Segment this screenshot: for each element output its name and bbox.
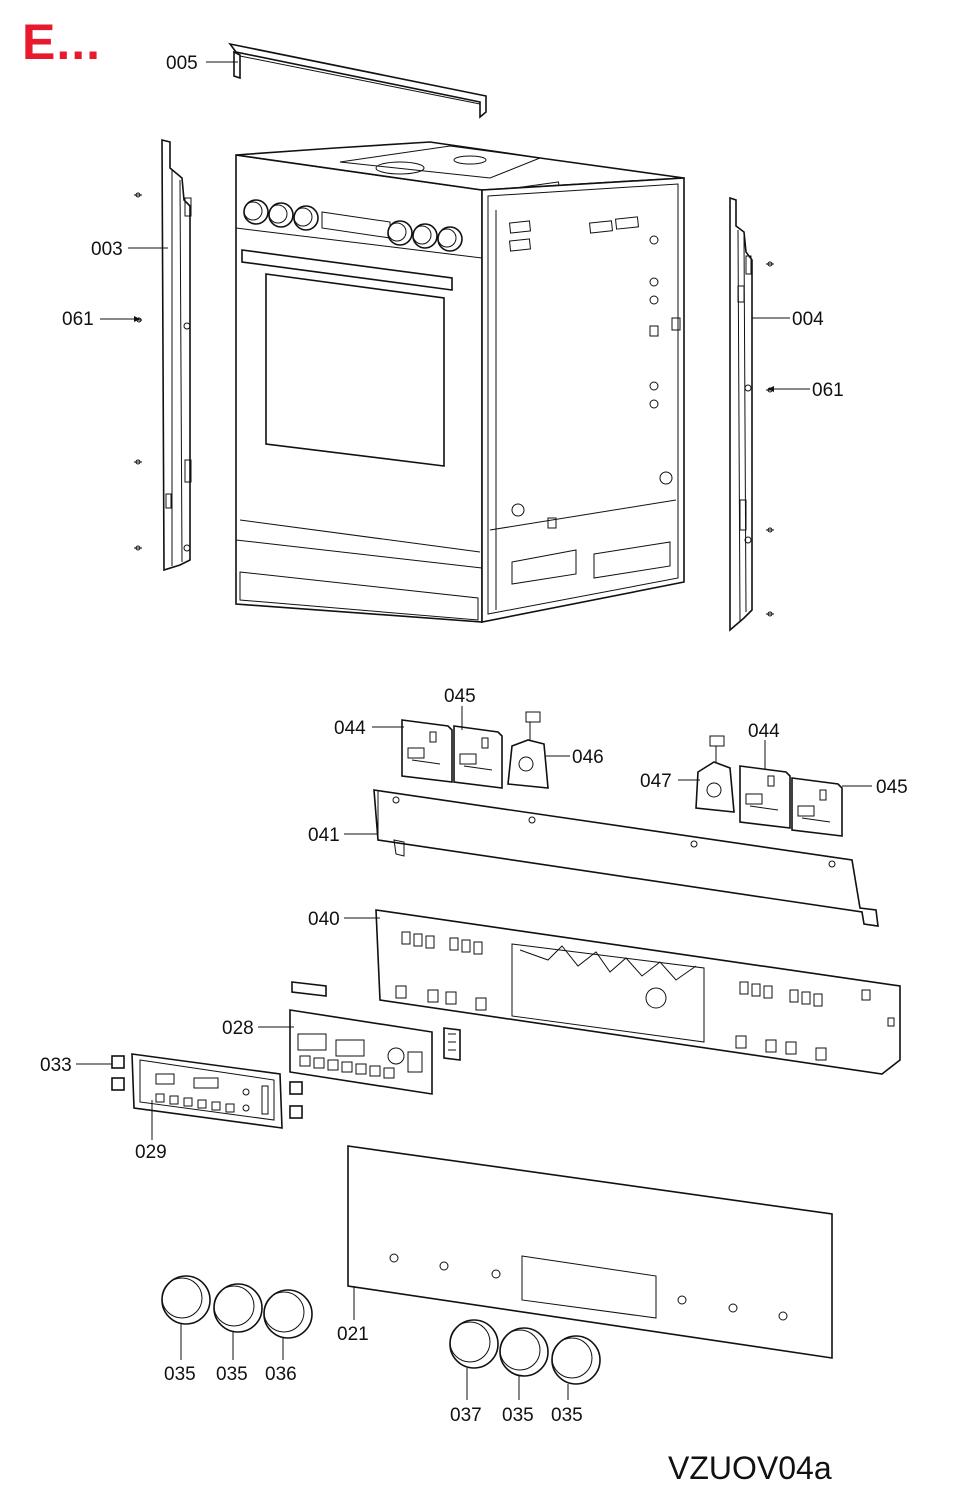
button-clips	[76, 1055, 303, 1119]
callout-switch-left-b: 045	[444, 686, 476, 707]
callout-knob-6: 035	[551, 1405, 583, 1426]
callout-switch-right-a: 044	[748, 721, 780, 742]
callout-top-rail: 005	[166, 53, 198, 74]
knob-group-right	[449, 1319, 601, 1400]
callout-thermostat-right: 047	[640, 771, 672, 792]
right-screws	[766, 261, 810, 617]
control-housing	[344, 909, 901, 1075]
control-bracket	[344, 789, 879, 927]
callout-switch-left-a: 044	[334, 718, 366, 739]
callout-knob-5: 035	[502, 1405, 534, 1426]
document-code: VZUOV04a	[668, 1450, 832, 1486]
left-side-panel	[128, 138, 192, 572]
callout-front-fascia: 021	[337, 1324, 369, 1345]
switch-left-a	[372, 719, 453, 783]
callout-display-board: 029	[135, 1142, 167, 1163]
right-side-panel	[729, 196, 790, 632]
callout-knob-3: 036	[265, 1364, 297, 1385]
oven-body	[235, 141, 685, 623]
knob-2	[213, 1283, 263, 1360]
callout-control-bracket: 041	[308, 825, 340, 846]
body-knobs	[243, 199, 463, 252]
callout-left-side-panel: 003	[91, 239, 123, 260]
display-board	[131, 1053, 283, 1140]
knob-5	[499, 1327, 549, 1400]
callout-knob-2: 035	[216, 1364, 248, 1385]
callout-knob-1: 035	[164, 1364, 196, 1385]
top-rail	[206, 42, 487, 119]
callout-electronic-module: 028	[222, 1018, 254, 1039]
knob-group-left	[161, 1275, 313, 1360]
thermostat-left	[507, 711, 570, 789]
front-fascia	[347, 1145, 833, 1359]
switch-right-b	[791, 777, 872, 837]
callout-button-clip: 033	[40, 1055, 72, 1076]
callout-switch-right-b: 045	[876, 777, 908, 798]
thermostat-right	[678, 735, 735, 813]
callout-left-screw: 061	[62, 309, 94, 330]
callout-right-screw: 061	[812, 380, 844, 401]
knob-4	[449, 1319, 499, 1400]
knob-3	[263, 1289, 313, 1360]
knob-6	[551, 1335, 601, 1400]
switch-left-b	[453, 706, 503, 789]
callout-control-housing: 040	[308, 909, 340, 930]
corner-mark: E...	[22, 14, 102, 70]
callout-thermostat-left: 046	[572, 747, 604, 768]
callout-right-side-panel: 004	[792, 309, 824, 330]
switch-right-a	[739, 740, 791, 829]
left-screws	[100, 192, 142, 551]
callout-knob-4: 037	[450, 1405, 482, 1426]
knob-1	[161, 1275, 211, 1360]
electronic-module	[258, 981, 461, 1095]
callout-labels: 005 003 061 004 061 044 045 046 044 047 …	[40, 53, 908, 1426]
